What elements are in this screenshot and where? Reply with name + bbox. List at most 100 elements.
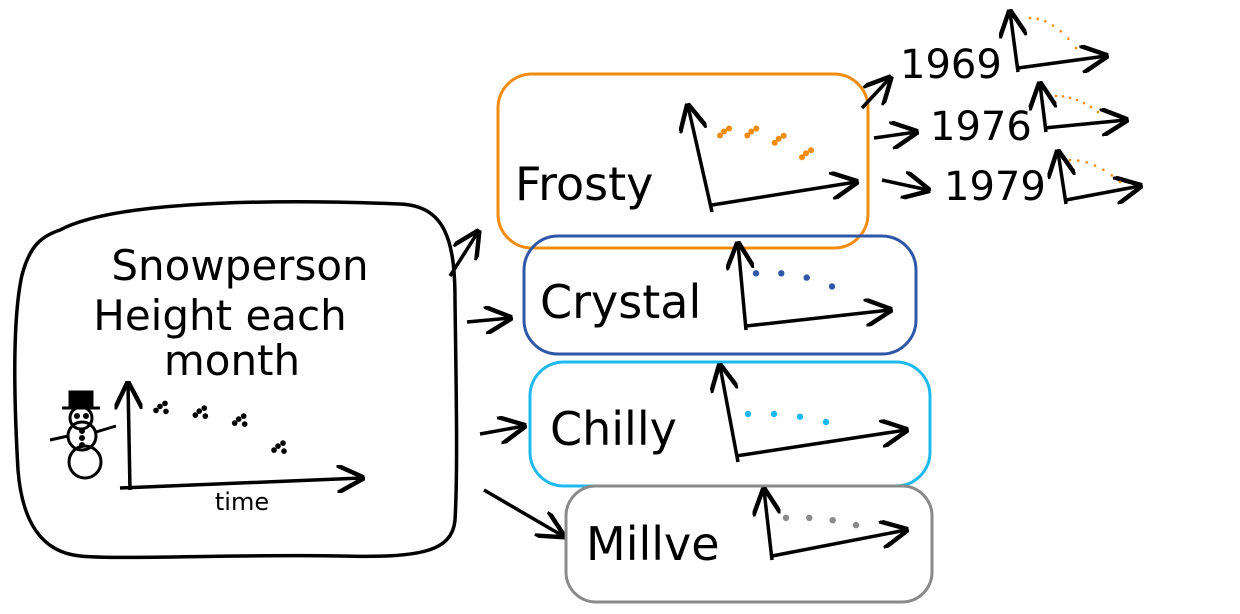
panel-crystal: Crystal bbox=[522, 234, 918, 356]
main-chart-point-2-1 bbox=[196, 408, 203, 414]
main-chart-axes bbox=[120, 384, 362, 490]
panel-frosty-point-1-1 bbox=[721, 128, 727, 135]
main-chart-point-2-2 bbox=[201, 405, 208, 411]
year-1976-point-2 bbox=[1061, 95, 1065, 98]
year-1979-point-4 bbox=[1093, 164, 1097, 167]
main-chart-point-3-1 bbox=[235, 416, 242, 422]
main-x-axis-label: time bbox=[215, 488, 269, 516]
panel-crystal-border bbox=[522, 234, 918, 356]
panel-frosty-x-axis bbox=[711, 182, 856, 207]
panel-crystal-points bbox=[752, 270, 836, 290]
year-1976-label: 1976 bbox=[930, 104, 1032, 150]
year-1979-point-1 bbox=[1068, 158, 1072, 162]
main-card: Snowperson Height each month time bbox=[12, 200, 459, 560]
year-1976-x-axis bbox=[1043, 120, 1126, 128]
panel-crystal-point-2 bbox=[778, 270, 785, 277]
main-chart-point-2-4 bbox=[202, 413, 209, 419]
year-1969-point-7 bbox=[1074, 46, 1078, 50]
main-chart-point-4-3 bbox=[271, 447, 277, 453]
main-chart-point-4-2 bbox=[280, 440, 286, 446]
main-chart-point-4-1 bbox=[275, 443, 281, 449]
panel-chilly-point-3 bbox=[796, 413, 804, 420]
year-1976-point-3 bbox=[1068, 96, 1072, 100]
panel-chilly-points bbox=[744, 410, 830, 426]
year-1976-point-5 bbox=[1082, 101, 1086, 105]
panel-frosty-point-4-1 bbox=[803, 150, 809, 157]
year-1979-point-6 bbox=[1110, 174, 1113, 177]
year-1979-point-5 bbox=[1102, 168, 1105, 172]
year-1969-point-5 bbox=[1059, 30, 1062, 33]
panel-millve-point-2 bbox=[806, 514, 813, 521]
year-1976-point-6 bbox=[1089, 105, 1093, 109]
panel-crystal-point-1 bbox=[752, 270, 760, 277]
main-chart-point-1-3 bbox=[153, 407, 159, 414]
main-y-axis bbox=[128, 384, 130, 491]
year-1969-y-axis bbox=[1010, 12, 1018, 73]
panel-frosty: Frosty bbox=[496, 72, 870, 250]
main-card-border bbox=[12, 200, 459, 560]
year-1979-y-axis bbox=[1058, 152, 1066, 205]
main-chart-point-3-2 bbox=[240, 413, 247, 419]
year-1976-y-axis bbox=[1040, 84, 1046, 133]
year-1976-point-4 bbox=[1075, 98, 1079, 102]
arrow-to-frosty bbox=[448, 232, 478, 277]
panel-frosty-point-4-2 bbox=[808, 147, 814, 154]
panels: Frosty Crystal Chilly bbox=[496, 72, 934, 604]
panel-chilly: Chilly bbox=[528, 360, 932, 488]
year-1969-point-3 bbox=[1044, 20, 1047, 23]
panel-frosty-point-2-2 bbox=[753, 125, 760, 132]
snowman-icon bbox=[49, 390, 117, 480]
year-1969-point-6 bbox=[1067, 37, 1070, 41]
year-1969-x-axis bbox=[1017, 56, 1106, 68]
year-1979-point-2 bbox=[1077, 159, 1080, 162]
main-chart-point-1-4 bbox=[163, 408, 169, 415]
panel-crystal-x-axis bbox=[745, 310, 890, 328]
panel-millve-points bbox=[782, 514, 860, 529]
connector-arrows bbox=[448, 232, 563, 536]
arrow-to-1979 bbox=[881, 180, 928, 190]
main-chart-point-1-2 bbox=[162, 400, 168, 407]
main-x-axis bbox=[119, 478, 362, 488]
main-chart-point-1-1 bbox=[157, 403, 163, 410]
panel-frosty-point-1-2 bbox=[726, 125, 732, 132]
year-1976-point-7 bbox=[1096, 110, 1100, 114]
panel-frosty-y-axis bbox=[688, 106, 714, 213]
year-chart-points bbox=[1028, 16, 1122, 184]
panel-chilly-y-axis bbox=[720, 366, 740, 463]
panel-frosty-point-4-3 bbox=[799, 154, 805, 161]
main-chart-point-3-3 bbox=[231, 420, 238, 426]
main-title-line-2: Height each bbox=[93, 291, 346, 340]
panel-millve-label: Millve bbox=[586, 517, 720, 571]
panel-crystal-label: Crystal bbox=[540, 275, 701, 329]
panel-millve-border bbox=[564, 484, 934, 604]
year-1979-x-axis bbox=[1065, 186, 1140, 200]
panel-chilly-point-4 bbox=[822, 418, 830, 426]
year-1976-point-1 bbox=[1054, 94, 1058, 98]
year-1969-point-1 bbox=[1028, 16, 1032, 20]
panel-chilly-x-axis bbox=[735, 430, 906, 458]
year-breakdown: 1969 1976 1979 bbox=[860, 12, 1140, 210]
year-1979-point-3 bbox=[1085, 161, 1088, 164]
panel-frosty-point-3-2 bbox=[780, 132, 787, 139]
main-chart-point-3-4 bbox=[241, 421, 248, 427]
arrow-to-1976 bbox=[873, 132, 916, 138]
panel-crystal-point-3 bbox=[803, 274, 810, 281]
arrow-to-crystal bbox=[466, 318, 510, 322]
arrow-to-1969 bbox=[860, 78, 890, 110]
year-1979-label: 1979 bbox=[944, 164, 1046, 210]
panel-millve-x-axis bbox=[771, 530, 906, 558]
panel-millve-point-4 bbox=[852, 521, 860, 529]
main-chart-point-4-4 bbox=[281, 448, 287, 454]
panel-millve-point-3 bbox=[829, 517, 836, 524]
panel-frosty-label: Frosty bbox=[515, 157, 653, 211]
panel-millve-point-1 bbox=[782, 514, 790, 521]
year-1969-point-4 bbox=[1051, 24, 1055, 27]
main-title-line-3: month bbox=[164, 336, 300, 385]
panel-millve-y-axis bbox=[764, 490, 772, 561]
year-1969-label: 1969 bbox=[900, 42, 1002, 88]
main-chart-point-2-3 bbox=[192, 412, 199, 418]
year-1969-point-2 bbox=[1036, 17, 1039, 21]
arrow-to-millve bbox=[483, 488, 563, 536]
year-1979-point-7 bbox=[1118, 180, 1122, 184]
